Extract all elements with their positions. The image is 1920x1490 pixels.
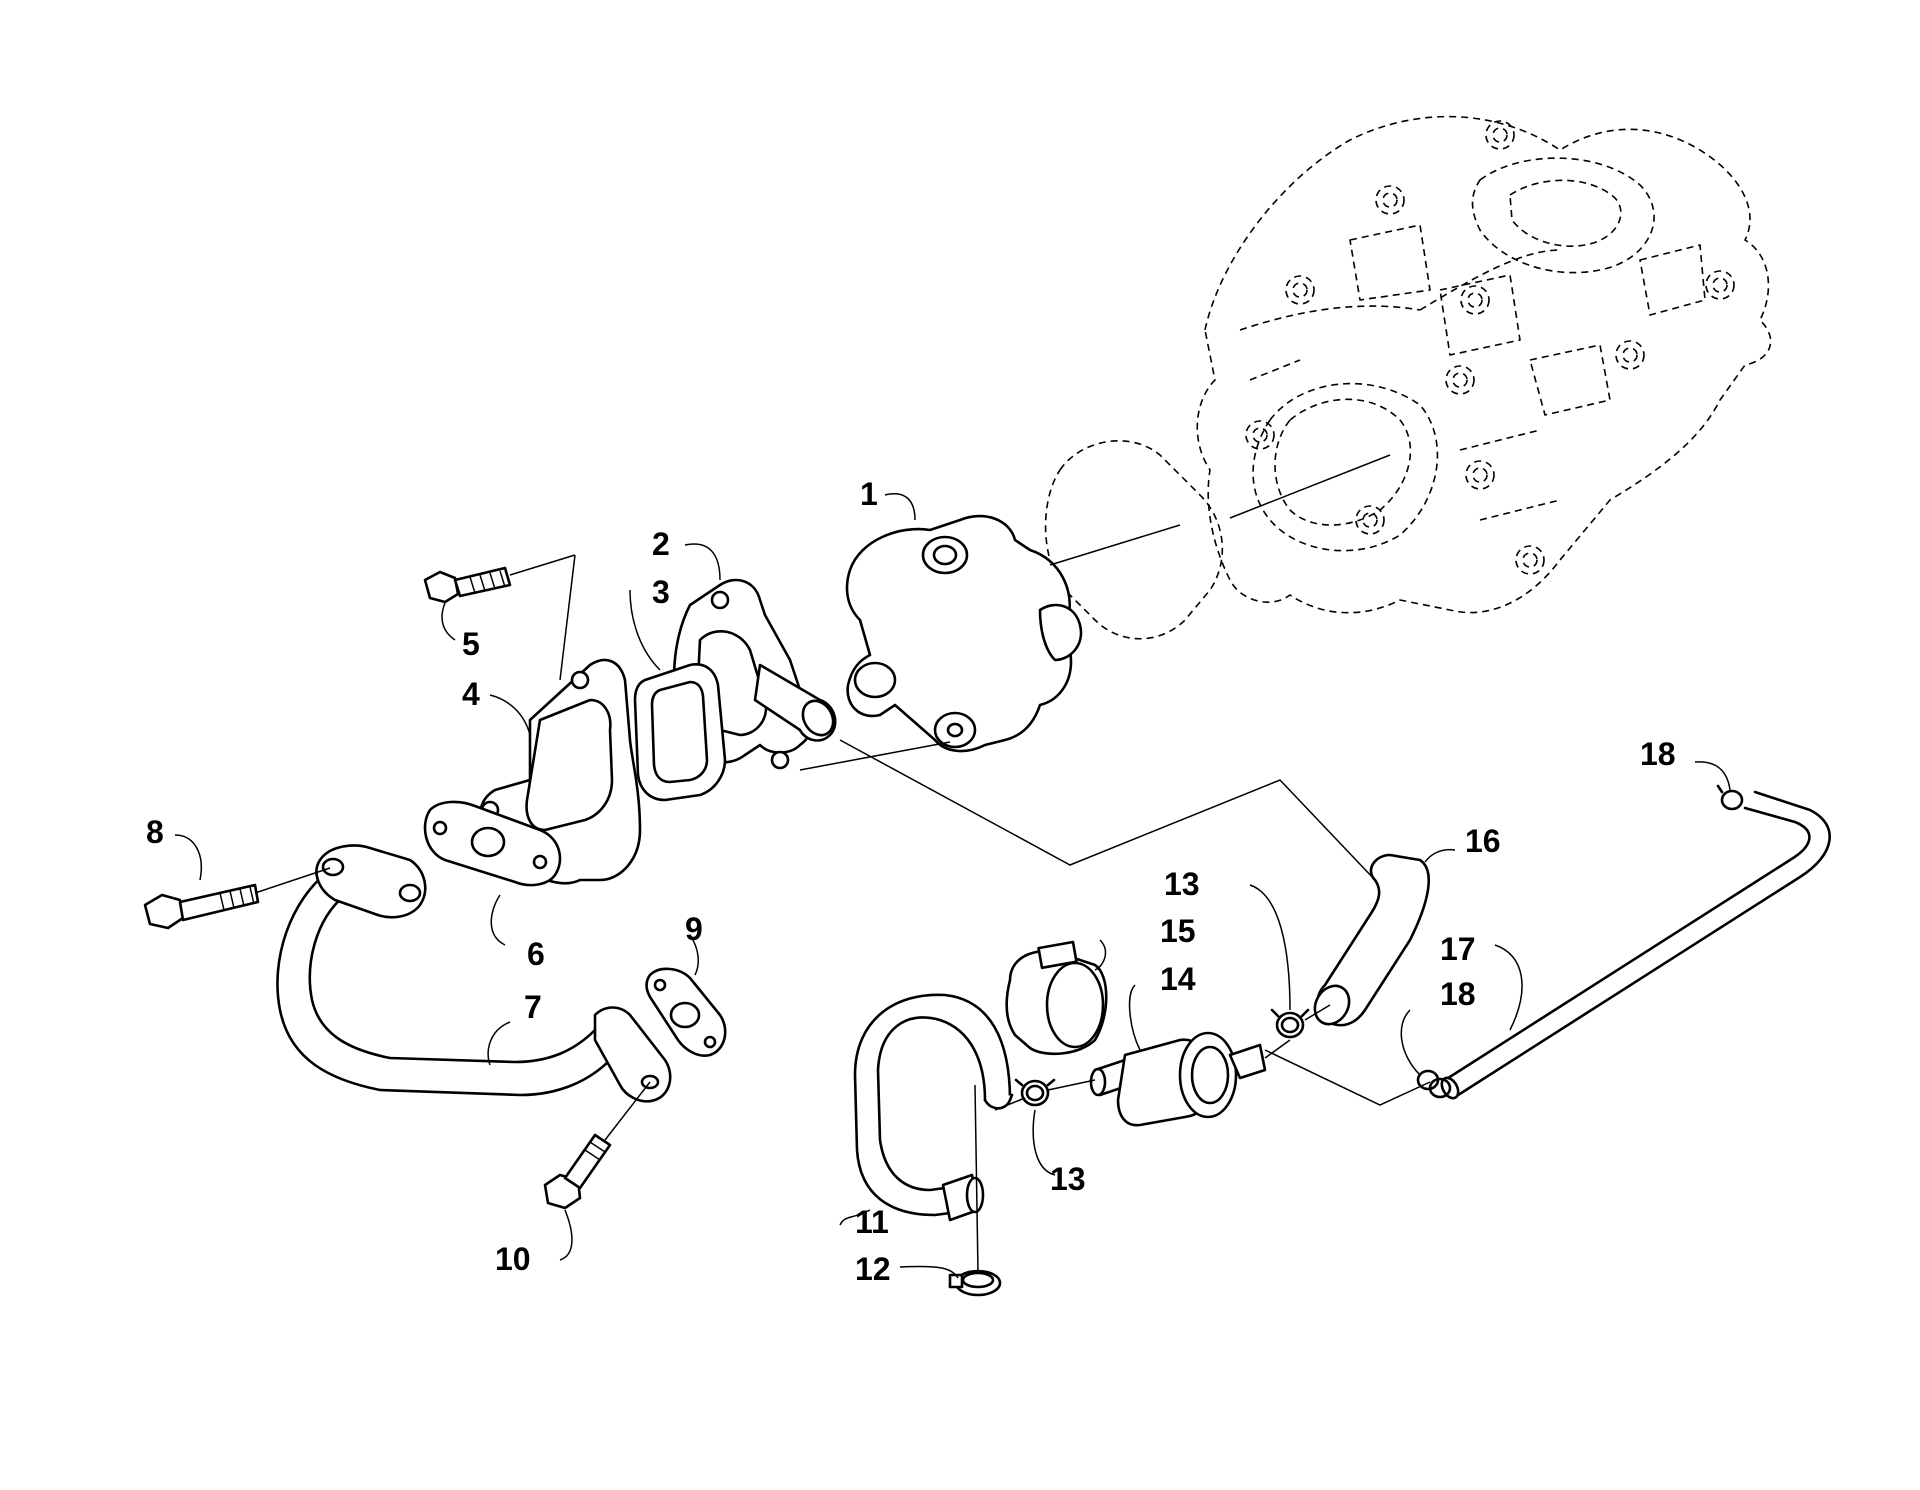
callout-16: 16 bbox=[1465, 823, 1501, 859]
engine-gasket-outline bbox=[1044, 440, 1224, 640]
part-2-valve-body bbox=[672, 578, 837, 770]
callout-13-lower: 13 bbox=[1050, 1161, 1086, 1197]
part-10-bolt bbox=[543, 1133, 612, 1210]
part-14-valve bbox=[1089, 1031, 1267, 1127]
engine-block-outline bbox=[1196, 115, 1772, 614]
part-11-hose bbox=[853, 993, 1014, 1222]
callout-4: 4 bbox=[462, 676, 480, 712]
callout-17: 17 bbox=[1440, 931, 1476, 967]
part-1-cover bbox=[845, 514, 1083, 753]
callout-3: 3 bbox=[652, 574, 670, 610]
callout-15: 15 bbox=[1160, 913, 1196, 949]
part-3-gasket-frame bbox=[633, 663, 727, 802]
callout-9: 9 bbox=[685, 911, 703, 947]
callout-7: 7 bbox=[524, 989, 542, 1025]
part-8-bolt bbox=[143, 883, 260, 930]
callout-2: 2 bbox=[652, 526, 670, 562]
part-18-clip-lower bbox=[1416, 1069, 1452, 1099]
callout-18-lower: 18 bbox=[1440, 976, 1476, 1012]
part-9-gasket bbox=[645, 967, 727, 1057]
part-18-clip-upper bbox=[1716, 784, 1744, 811]
part-13-clip-lower bbox=[1014, 1078, 1056, 1107]
part-13-clip-upper bbox=[1270, 1008, 1310, 1039]
leader-lines bbox=[174, 454, 1731, 1279]
callout-18-upper: 18 bbox=[1640, 736, 1676, 772]
part-12-clamp bbox=[948, 1269, 1002, 1297]
callout-13-upper: 13 bbox=[1164, 866, 1200, 902]
callout-14: 14 bbox=[1160, 961, 1196, 997]
part-5-bolt bbox=[423, 566, 512, 604]
part-7-pipe bbox=[276, 844, 672, 1103]
part-15-cap bbox=[1005, 940, 1108, 1056]
part-17-tube bbox=[1440, 790, 1831, 1100]
callout-1: 1 bbox=[860, 476, 878, 512]
callout-6: 6 bbox=[527, 936, 545, 972]
part-16-hose-elbow bbox=[1313, 853, 1431, 1027]
callout-10: 10 bbox=[495, 1241, 531, 1277]
callout-12: 12 bbox=[855, 1251, 891, 1287]
callout-11: 11 bbox=[855, 1204, 889, 1240]
callout-5: 5 bbox=[462, 626, 480, 662]
callout-8: 8 bbox=[146, 814, 164, 850]
part-6-gasket bbox=[423, 800, 562, 887]
